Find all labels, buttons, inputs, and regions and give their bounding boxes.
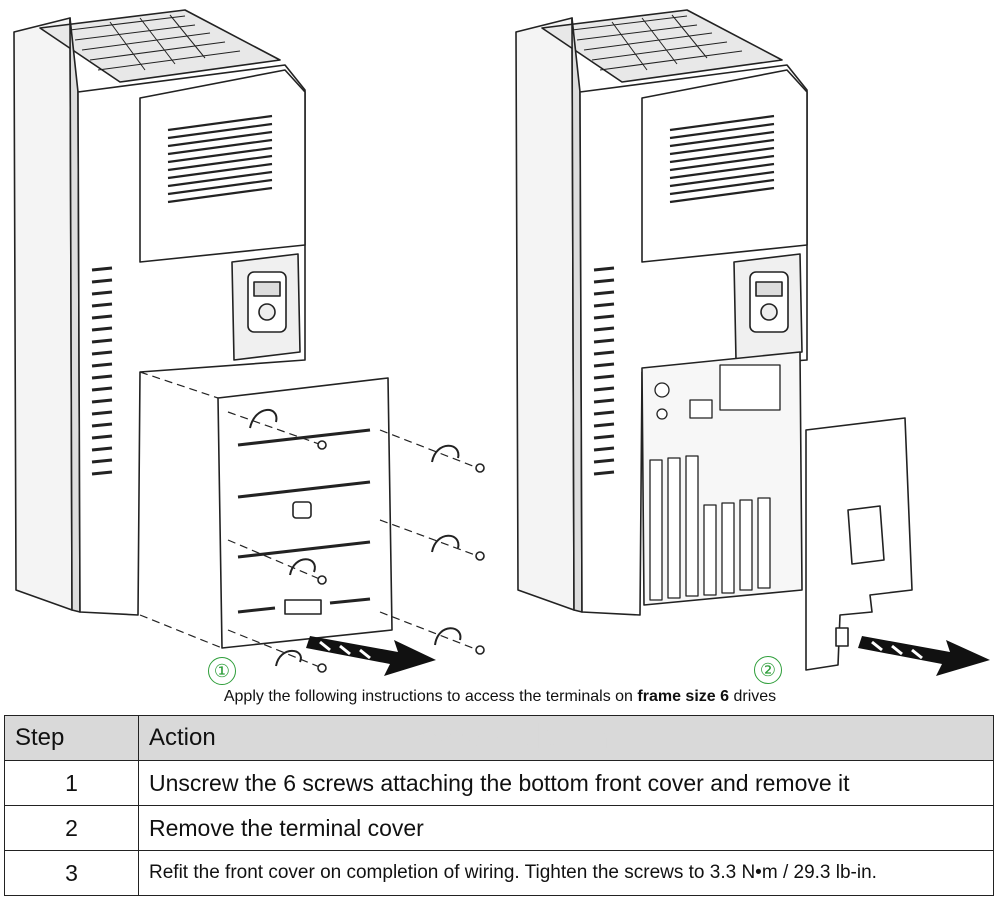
- table-row: 2 Remove the terminal cover: [4, 805, 994, 851]
- installation-figure: ① ②: [13, 9, 990, 685]
- header-step: Step: [4, 715, 139, 761]
- header-action: Action: [138, 715, 994, 761]
- table-row: 3 Refit the front cover on completion of…: [4, 850, 994, 896]
- step-action: Remove the terminal cover: [138, 805, 994, 851]
- caption-suffix: drives: [729, 688, 777, 705]
- step-action: Refit the front cover on completion of w…: [138, 850, 994, 896]
- step-1-marker: ①: [208, 657, 236, 685]
- steps-table: Step Action 1 Unscrew the 6 screws attac…: [4, 715, 994, 896]
- step-action: Unscrew the 6 screws attaching the botto…: [138, 760, 994, 806]
- step-2-marker: ②: [754, 656, 782, 684]
- drive-illustration-step-2: [515, 9, 990, 676]
- table-row: 1 Unscrew the 6 screws attaching the bot…: [4, 760, 994, 806]
- figure-caption: Apply the following instructions to acce…: [0, 688, 1000, 706]
- step-number: 2: [4, 805, 139, 851]
- caption-frame-size: frame size 6: [637, 688, 730, 705]
- drive-illustration-step-1: [13, 9, 485, 676]
- step-number: 3: [4, 850, 139, 896]
- step-number: 1: [4, 760, 139, 806]
- caption-prefix: Apply the following instructions to acce…: [223, 688, 638, 705]
- table-header-row: Step Action: [4, 715, 994, 761]
